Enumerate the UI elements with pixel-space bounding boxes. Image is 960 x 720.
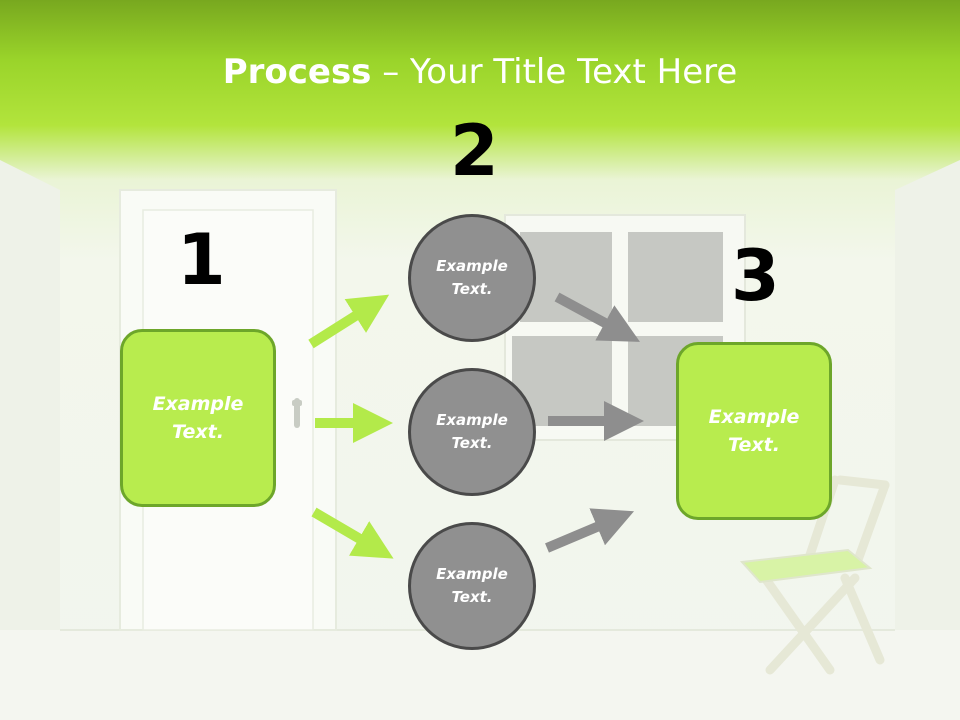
step-number-3: 3 [731,235,780,317]
slide-title: Process – Your Title Text Here [0,52,960,92]
arrow-circle-3-to-3 [545,508,635,553]
step-2-circle-1[interactable]: Example Text. [408,214,536,342]
circle-2-label: Example Text. [436,410,508,452]
circle-1-label: Example Text. [436,256,508,298]
circle-3-label: Example Text. [436,564,508,606]
step-1-label: Example Text. [152,392,244,444]
arrow-1-to-circle-1 [308,294,390,349]
step-2-circle-3[interactable]: Example Text. [408,522,536,650]
chair [760,475,890,675]
step-number-2: 2 [450,110,499,192]
step-3-box[interactable]: Example Text. [676,342,832,520]
arrow-1-to-circle-3 [311,507,394,559]
step-3-label: Example Text. [708,405,800,457]
title-bold: Process [222,52,372,92]
step-2-circle-2[interactable]: Example Text. [408,368,536,496]
step-1-box[interactable]: Example Text. [120,329,276,507]
arrow-circle-1-to-3 [554,292,640,342]
title-rest: – Your Title Text Here [371,52,738,92]
step-number-1: 1 [177,219,226,301]
